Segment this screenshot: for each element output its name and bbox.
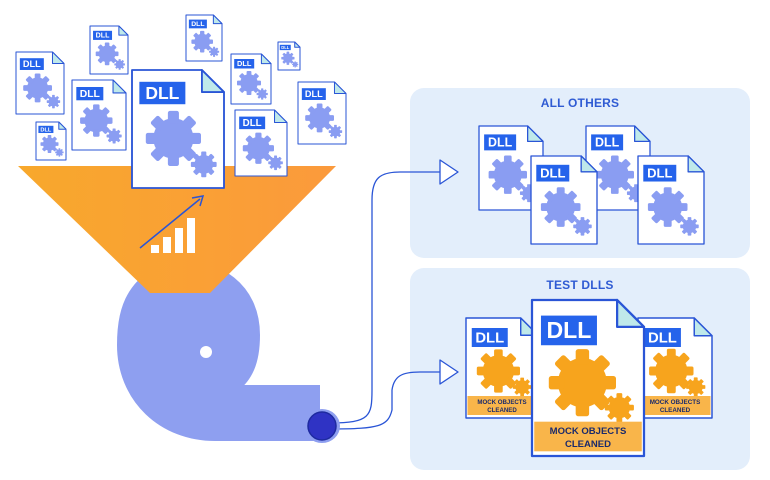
dll-document-icon: DLL bbox=[478, 125, 544, 211]
gear-icon bbox=[305, 103, 334, 133]
dll-label: DLL bbox=[475, 330, 504, 346]
dll-label: DLL bbox=[281, 45, 289, 50]
gear-icon bbox=[686, 377, 706, 397]
dll-document-icon: DLL bbox=[35, 121, 67, 161]
document-layer: DLL DLL DLL DLL DLL DLL DLL DLL DLL DLL DLL DLL DLL D… bbox=[15, 14, 713, 458]
gear-icon bbox=[512, 377, 532, 397]
dll-label: DLL bbox=[595, 136, 620, 150]
gear-icon bbox=[95, 42, 119, 66]
dll-label: DLL bbox=[80, 89, 101, 100]
pipe-inner-hole bbox=[200, 346, 212, 358]
mock-label-line2: CLEANED bbox=[565, 439, 611, 450]
dll-label: DLL bbox=[488, 136, 513, 150]
arrow-right-icon bbox=[439, 359, 459, 385]
dll-label: DLL bbox=[647, 166, 672, 181]
connector-line-bottom bbox=[329, 371, 440, 430]
dll-document-icon: DLL bbox=[277, 41, 301, 71]
gear-icon bbox=[540, 187, 581, 227]
gear-icon bbox=[647, 187, 688, 227]
mock-label-line1: MOCK OBJECTS bbox=[650, 399, 701, 406]
gear-icon bbox=[237, 71, 261, 95]
arrow-right-icon bbox=[439, 159, 459, 185]
dll-document-icon: DLL bbox=[234, 109, 288, 177]
dll-document-icon: DLL bbox=[71, 79, 127, 151]
panel-title-test-dlls: TEST DLLS bbox=[546, 278, 613, 292]
gear-icon bbox=[268, 155, 283, 171]
dll-document-icon: DLL bbox=[185, 14, 223, 62]
gear-icon bbox=[573, 217, 592, 236]
dll-label: DLL bbox=[96, 32, 110, 40]
dll-label: DLL bbox=[648, 330, 677, 346]
gear-icon bbox=[80, 104, 113, 137]
pipe-opening bbox=[307, 411, 337, 441]
dll-document-icon: DLL bbox=[230, 53, 272, 105]
dll-document-icon: DLL bbox=[530, 155, 598, 245]
dll-label: DLL bbox=[305, 89, 323, 99]
dll-document-icon: DLL bbox=[585, 125, 651, 211]
panel-title-all-others: ALL OTHERS bbox=[541, 96, 619, 110]
gear-icon bbox=[328, 124, 343, 139]
gear-icon bbox=[209, 46, 220, 57]
dll-document-icon: DLL MOCK OBJECTS CLEANED bbox=[530, 298, 646, 458]
mock-label-line1: MOCK OBJECTS bbox=[550, 426, 627, 437]
gear-icon bbox=[55, 148, 64, 157]
gear-icon bbox=[145, 110, 201, 167]
dll-label: DLL bbox=[145, 83, 179, 103]
dll-label: DLL bbox=[237, 59, 252, 68]
mock-label-line1: MOCK OBJECTS bbox=[477, 399, 526, 406]
dll-document-icon: DLL bbox=[15, 51, 65, 115]
gear-icon bbox=[191, 30, 213, 53]
gear-icon bbox=[23, 73, 52, 103]
dll-label: DLL bbox=[540, 166, 565, 181]
dll-document-icon: DLL bbox=[297, 81, 347, 145]
dll-document-icon: DLL bbox=[89, 25, 129, 75]
gear-icon bbox=[106, 128, 122, 144]
mock-label-line2: CLEANED bbox=[487, 407, 517, 414]
gear-icon bbox=[46, 94, 61, 109]
dll-label: DLL bbox=[40, 127, 51, 133]
gear-icon bbox=[242, 132, 274, 164]
pipe bbox=[117, 262, 340, 443]
gear-icon bbox=[595, 155, 634, 194]
gear-icon bbox=[114, 59, 125, 70]
connector-line-top bbox=[329, 171, 440, 424]
dll-label: DLL bbox=[546, 317, 591, 343]
gear-icon bbox=[292, 61, 299, 68]
dll-label: DLL bbox=[23, 59, 41, 69]
gear-icon bbox=[680, 217, 699, 236]
dll-label: DLL bbox=[243, 118, 262, 129]
mock-label-line2: CLEANED bbox=[660, 407, 691, 414]
dll-document-icon: DLL bbox=[131, 69, 225, 189]
gear-icon bbox=[488, 155, 527, 194]
gear-icon bbox=[256, 88, 268, 100]
gear-icon bbox=[281, 51, 295, 65]
gear-icon bbox=[40, 135, 59, 154]
dll-document-icon: DLL bbox=[637, 155, 705, 245]
gear-icon bbox=[190, 151, 217, 178]
growth-chart-icon bbox=[139, 195, 205, 253]
gear-icon bbox=[604, 393, 634, 423]
dll-label: DLL bbox=[191, 21, 204, 28]
